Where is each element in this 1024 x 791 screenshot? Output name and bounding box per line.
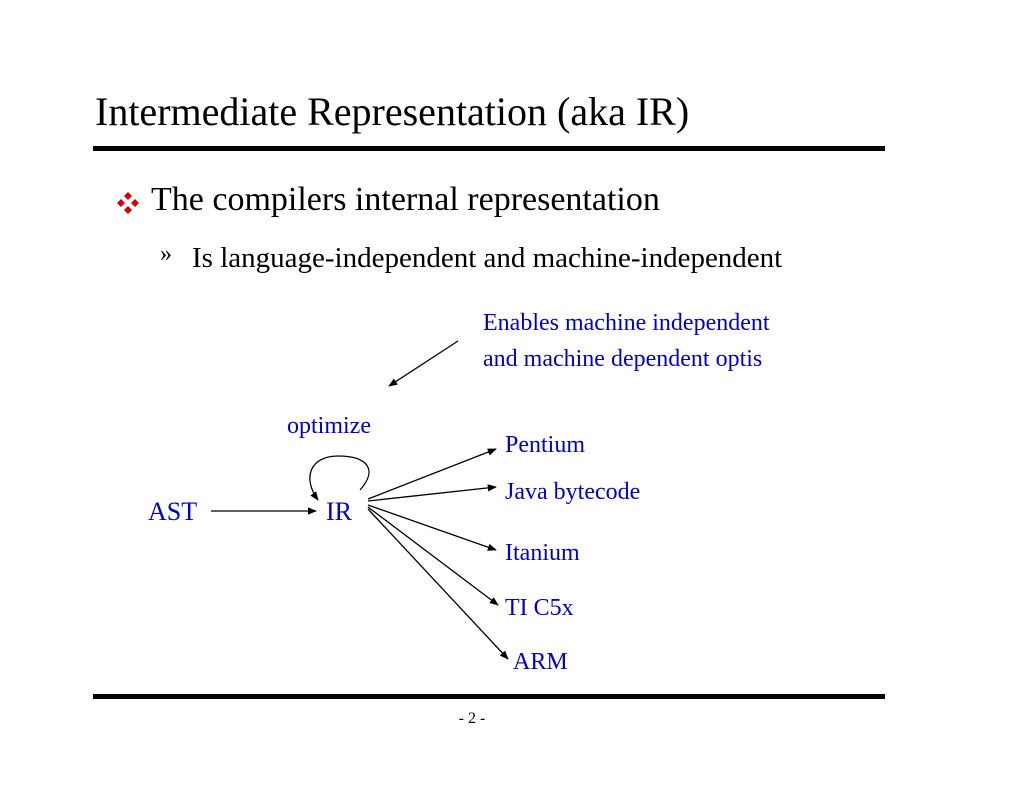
- annotation-line1: Enables machine independent: [483, 310, 770, 336]
- bullet-level2-text: Is language-independent and machine-inde…: [192, 242, 783, 274]
- ir-to-java-bytecode-arrow: [367, 484, 497, 502]
- title-divider: [93, 146, 885, 151]
- target-pentium: Pentium: [505, 432, 585, 458]
- annotation-line2: and machine dependent optis: [483, 346, 762, 372]
- ir-to-arm-arrow: [367, 508, 509, 660]
- slide-title: Intermediate Representation (aka IR): [95, 89, 690, 134]
- ast-node: AST: [148, 497, 197, 526]
- target-java-bytecode: Java bytecode: [505, 479, 640, 505]
- annotation-arrow: [388, 340, 459, 387]
- optimize-loop-arrow: [309, 455, 370, 501]
- ir-to-ti-c5x-arrow: [367, 506, 499, 606]
- bullet-level2-marker: »: [160, 241, 172, 267]
- footer-divider: [93, 694, 885, 699]
- target-itanium: Itanium: [505, 540, 580, 566]
- page-number: - 2 -: [458, 710, 486, 727]
- bullet-level2: » Is language-independent and machine-in…: [160, 237, 792, 279]
- target-ti-c5x: TI C5x: [505, 595, 574, 621]
- ir-to-pentium-arrow: [367, 448, 497, 500]
- ir-node: IR: [326, 497, 353, 526]
- target-arm: ARM: [513, 649, 568, 675]
- bullet-level1-text: The compilers internal representation: [151, 181, 660, 218]
- ir-to-itanium-arrow: [367, 504, 497, 551]
- optimize-label: optimize: [287, 413, 371, 439]
- bullet-level1: The compilers internal representation: [115, 180, 660, 219]
- diamond-quad-bullet-icon: [117, 192, 139, 214]
